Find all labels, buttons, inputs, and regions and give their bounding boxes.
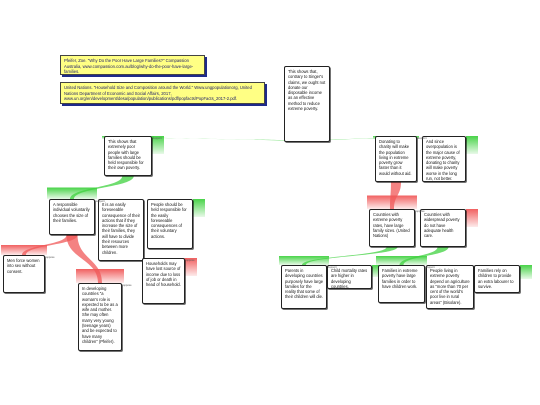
claim-charity-grows-poverty[interactable]: Donating to charity will make the popula… [375,136,417,182]
objection-large-family-sizes[interactable]: Countries with extreme poverty rates, ha… [369,209,415,247]
link-support-r4c-to-r3b [376,247,449,265]
link-oppose-l3b-to-l2a [66,235,124,283]
link-oppose-l3a-to-l2a [1,235,78,255]
relation-label-r3a: oppose [416,210,425,213]
claim-poor-responsible[interactable]: This shows that extremely poor people wi… [104,136,152,176]
link-support-r4a-to-r3a [279,247,398,265]
premise-voluntary-family-size[interactable]: A responsible individual voluntarily cho… [49,199,95,235]
reason-child-mortality[interactable]: Child mortality rates are higher in deve… [327,265,372,289]
source-citation-pfeifer[interactable]: Pfeifer, Zoe. "Why Do the Poor Have Larg… [60,55,205,75]
relation-label-l3a: oppose [46,256,55,259]
objection-lost-income[interactable]: Households may have lost source of incom… [142,258,185,304]
claim-overpopulation-cause[interactable]: And since overpopulation is the major ca… [422,136,466,182]
reason-extra-labourer[interactable]: Families rely on children to provide an … [474,265,520,293]
link-support-l2a-to-l1 [47,176,134,199]
link-oppose-r3a-to-r1 [367,182,417,209]
shade-l3c [185,258,197,276]
objection-woman-role[interactable]: In developing countries "a woman's role … [78,283,122,351]
main-contention[interactable]: This shows that, contrary to Singer's cl… [284,66,330,142]
reason-children-work[interactable]: Families in extreme poverty have large f… [378,265,425,303]
relation-label-l1: support [153,137,162,140]
relation-label-l3b: oppose [123,284,132,287]
premise-foreseeable-consequence[interactable]: It is an easily foreseeable consequence … [98,199,144,261]
shade-r4e [520,265,532,279]
shade-r3b [466,209,478,227]
relation-label-r4c: support [426,266,435,269]
shade-r2 [466,136,478,154]
shade-l2c [193,199,205,217]
source-citation-united-nations[interactable]: United Nations. "Household Size and Comp… [60,82,265,104]
relation-label-r4a: support [328,266,337,269]
objection-health-care[interactable]: Countries with widespread poverty do not… [420,209,466,247]
objection-without-consent[interactable]: Men force women into sex without consent… [3,255,45,293]
premise-held-responsible[interactable]: People should be held responsible for th… [147,199,193,249]
relation-label-l3c: oppose [186,259,195,262]
reason-depend-agriculture[interactable]: People living in extreme poverty depend … [426,265,474,309]
reason-children-will-die[interactable]: Parents in developing countries purposel… [281,265,327,309]
relation-label-r1: support [418,137,427,140]
relation-label-l2a: support [96,200,105,203]
shade-l1 [152,136,164,154]
